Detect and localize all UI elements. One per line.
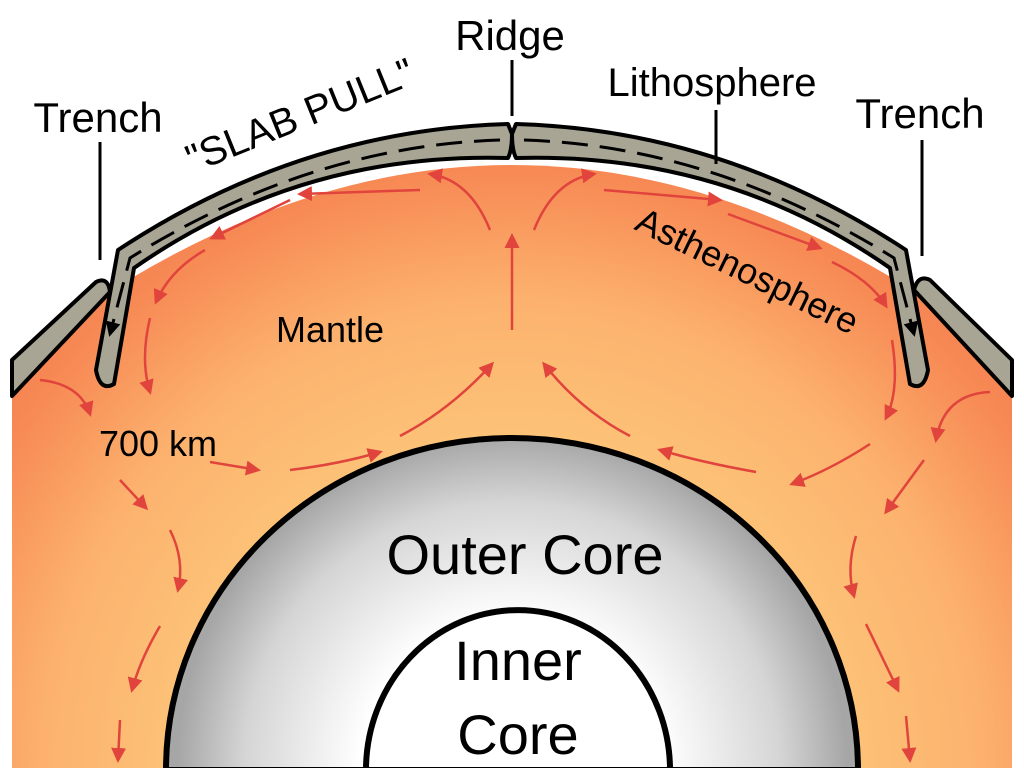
ridge-label: Ridge — [455, 12, 565, 59]
inner-core-label-line2: Core — [457, 703, 578, 766]
convection-arrow — [297, 186, 421, 202]
outer-core-label: Outer Core — [387, 523, 664, 586]
convection-arrow — [603, 188, 723, 207]
convection-arrow — [153, 248, 206, 305]
convection-arrow — [864, 623, 900, 693]
convection-arrow — [111, 719, 127, 763]
convection-arrows — [39, 168, 991, 763]
depth-label: 700 km — [99, 423, 217, 464]
leader-lines — [98, 60, 924, 260]
plate-motion-arrows — [105, 138, 919, 337]
convection-arrow — [289, 448, 383, 472]
convection-arrow — [209, 460, 261, 476]
lithosphere-label: Lithosphere — [607, 61, 816, 105]
convection-arrow — [139, 317, 154, 395]
plate-arrow-left — [105, 138, 501, 337]
convection-arrow — [209, 198, 291, 240]
inner-core-label-line1: Inner — [454, 629, 582, 692]
convection-arrow — [789, 442, 871, 487]
convection-arrow — [657, 446, 757, 474]
convection-arrow — [399, 361, 495, 438]
convection-arrow — [427, 168, 492, 231]
trench-left-label: Trench — [33, 94, 162, 141]
outer-core — [163, 435, 861, 768]
convection-arrow — [831, 260, 888, 309]
convection-arrow — [884, 459, 926, 515]
convection-arrow — [901, 715, 917, 763]
convection-arrow — [930, 390, 991, 443]
convection-arrow — [727, 212, 823, 251]
convection-arrow — [884, 339, 899, 421]
convection-arrow — [39, 378, 94, 417]
trench-right-label: Trench — [855, 90, 984, 137]
convection-arrow — [843, 535, 858, 599]
convection-arrow — [168, 529, 189, 593]
convection-arrow — [127, 625, 162, 693]
convection-arrow — [532, 168, 597, 231]
plate-arrow-right — [523, 138, 919, 337]
inner-core — [363, 607, 673, 768]
convection-arrow — [542, 361, 631, 438]
convection-arrow — [119, 479, 149, 511]
mantle-label: Mantle — [276, 309, 384, 350]
